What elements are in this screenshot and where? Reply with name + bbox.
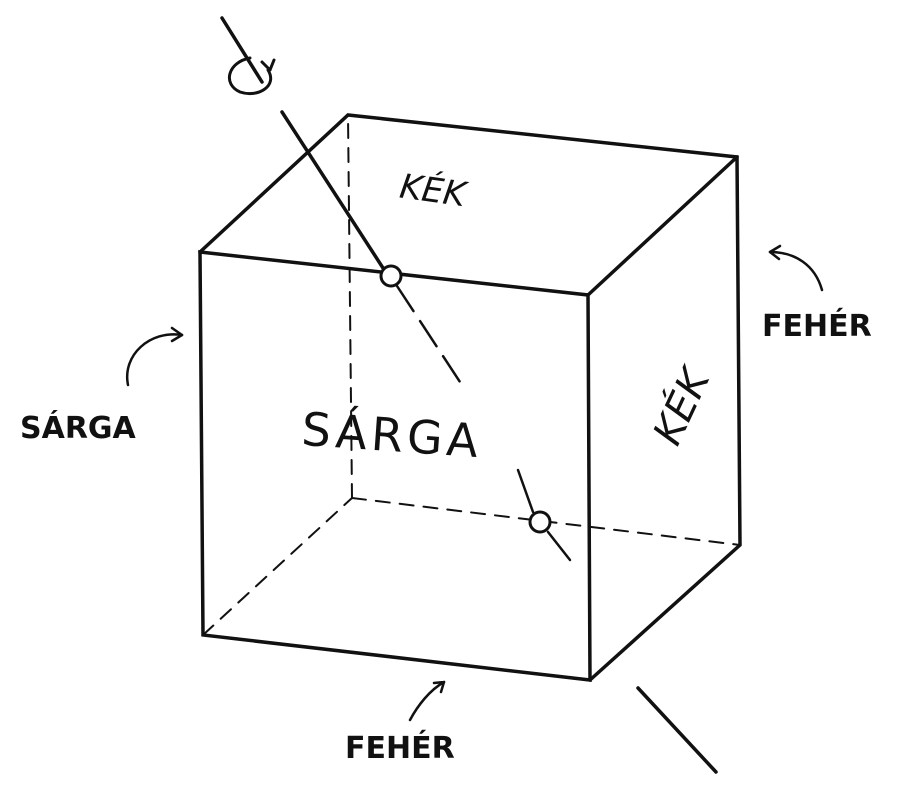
- label-top-face: KÉK: [397, 166, 471, 216]
- cube-top-back-edges: [198, 113, 742, 682]
- axis-point-bottom: [528, 510, 552, 534]
- cube-front-face: [198, 250, 592, 682]
- label-left-face: SÁRGA: [20, 410, 137, 446]
- arrow-left-label: [125, 333, 184, 387]
- rotation-arrow-icon: [228, 56, 272, 95]
- rotation-axis: [220, 16, 718, 774]
- arrow-bottom-label: [408, 680, 446, 722]
- label-right-face: KÉK: [643, 359, 721, 452]
- label-front-face: SÁRGA: [300, 402, 484, 468]
- label-back-face: FEHÉR: [762, 308, 872, 344]
- label-bottom-face: FEHÉR: [345, 730, 455, 766]
- cube-top-right-edge: [586, 155, 739, 297]
- arrow-right-label: [768, 250, 824, 292]
- axis-point-top: [379, 264, 403, 288]
- cube-hidden-edges: [202, 114, 741, 636]
